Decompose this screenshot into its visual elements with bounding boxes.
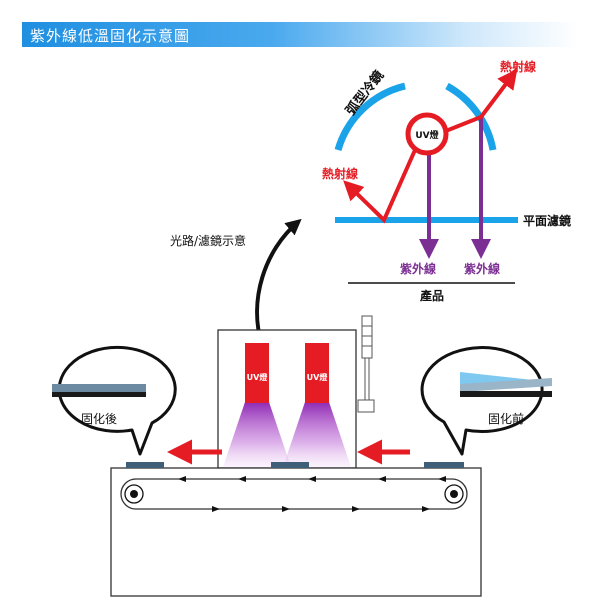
bubble-before-shape: [420, 346, 544, 456]
bubble-after-cure: 固化後: [52, 345, 177, 456]
product-middle: [271, 462, 309, 468]
heat-ray-top-label: 熱射線: [500, 59, 536, 74]
product-before: [424, 462, 464, 468]
uv-glow-left: [222, 402, 292, 470]
title-bar: [22, 22, 578, 47]
product-after: [126, 462, 164, 468]
after-cure-label: 固化後: [81, 412, 117, 426]
before-cure-label: 固化前: [488, 411, 524, 426]
bubble-before-cure: 固化前: [420, 346, 552, 456]
optical-path-label: 光路/濾鏡示意: [170, 233, 246, 248]
conveyor: [110, 439, 482, 597]
curing-chamber: UV燈 UV燈: [217, 315, 375, 470]
uv-ray-right-label: 紫外線: [464, 261, 500, 276]
heat-ray-left-label: 熱射線: [322, 166, 358, 181]
diagram-title: 紫外線低溫固化示意圖: [30, 27, 191, 45]
before-sample-top: [460, 378, 552, 392]
reflector-right-arc: [445, 82, 497, 151]
conveyor-belt: [120, 478, 468, 510]
reflector-left-arc: [334, 82, 406, 152]
roller-right-hub: [450, 490, 458, 498]
after-sample-base: [52, 392, 146, 397]
signal-tower-bracket: [357, 399, 375, 413]
uv-lamp-label: UV燈: [415, 129, 439, 141]
product-label: 產品: [419, 288, 444, 303]
heat-ray-left: [343, 149, 417, 224]
uv-lamp-right: [305, 343, 329, 403]
signal-tower-head: [361, 315, 373, 359]
uv-ray-left-label: 紫外線: [400, 261, 436, 276]
uv-lamp-right-label: UV燈: [307, 372, 329, 382]
after-sample-top: [52, 384, 146, 392]
uv-glow-right: [282, 402, 352, 470]
bubble-after-shape: [57, 345, 177, 456]
uv-lamp-left: [245, 343, 269, 403]
belt-arrows-top: [178, 476, 446, 482]
uv-lamp-left-label: UV燈: [247, 372, 269, 382]
optical-inset: 弧型冷鏡 平面濾鏡 紫外線 紫外線 產品 熱射線 熱射線 UV燈: [322, 59, 571, 303]
flat-filter-label: 平面濾鏡: [523, 213, 571, 228]
signal-tower-pole: [364, 357, 370, 401]
before-sample-base: [460, 391, 552, 397]
roller-left-hub: [130, 490, 138, 498]
uv-lamp-circle: [405, 112, 449, 156]
optical-path-arrow: [255, 218, 302, 346]
belt-arrows-bottom: [212, 506, 430, 512]
